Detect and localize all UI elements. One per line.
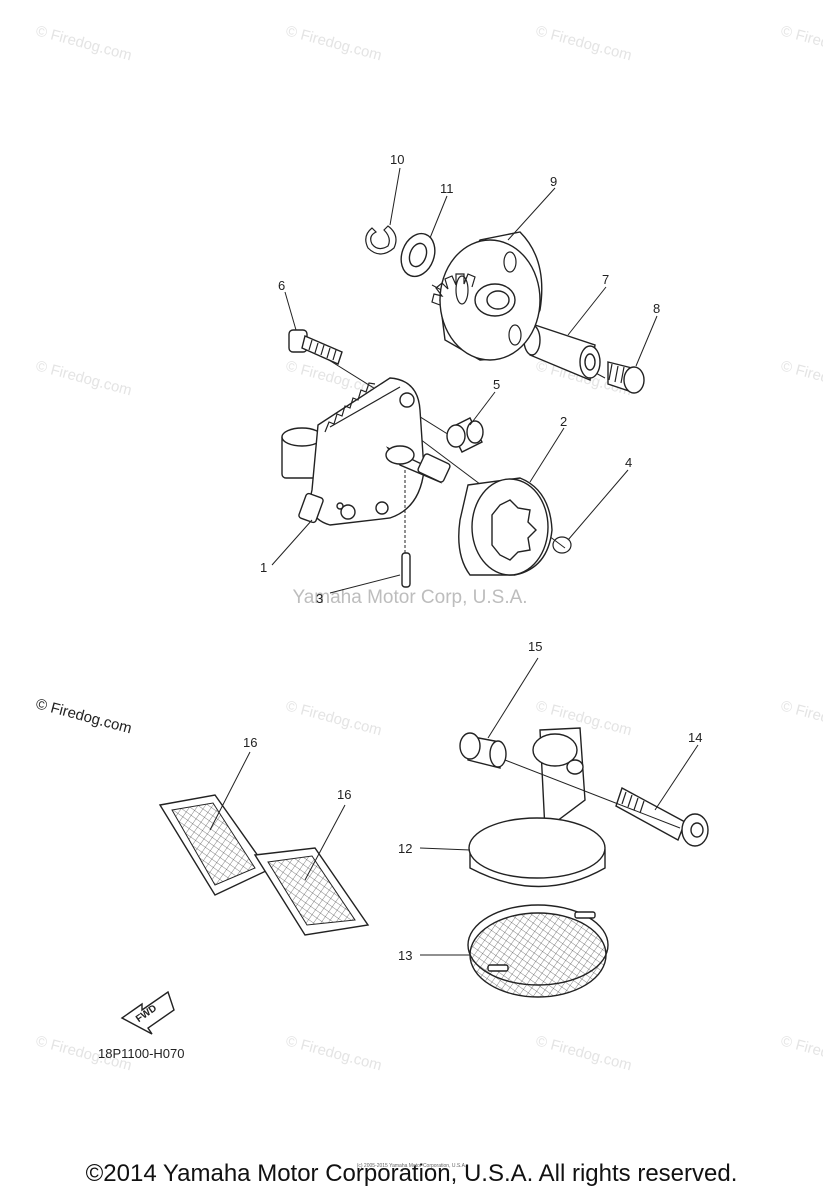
sleeve-part [523,324,601,381]
watermark-text: © Firedog.com [284,697,384,739]
firedog-mark: © Firedog.com [34,695,134,737]
callout-3: 3 [316,591,323,606]
callout-14: 14 [688,730,702,745]
bolt-part [288,329,343,365]
callout-labels: 1 2 3 4 5 6 7 8 9 10 11 12 13 14 15 16 1… [243,152,702,963]
watermark-text: © Firedog.com [34,357,134,399]
callout-9: 9 [550,174,557,189]
watermark-text: © Firedog.com [779,697,823,739]
callout-10: 10 [390,152,404,167]
watermark-text: © Firedog.com [34,22,134,64]
callout-1: 1 [260,560,267,575]
strainer-part [468,727,606,888]
pin-part [401,552,411,588]
callout-15: 15 [528,639,542,654]
callout-13: 13 [398,948,412,963]
watermark-text: © Firedog.com [534,1032,634,1074]
oil-pump-assembly [281,225,645,588]
strainer-collar-part [459,732,507,769]
filter-pad-part [158,794,270,896]
strainer-assembly [158,657,709,998]
leader-lines [271,167,658,594]
washer-part [400,232,436,278]
watermark-text: © Firedog.com [284,22,384,64]
callout-4: 4 [625,455,632,470]
watermark-layer: © Firedog.com © Firedog.com © Firedog.co… [34,22,823,1074]
clip-ring-part [552,536,572,554]
callout-7: 7 [602,272,609,287]
callout-12: 12 [398,841,412,856]
collar-part [446,417,484,453]
pump-shaft-part [385,445,451,484]
filter-pad-part [253,847,370,936]
diagram-code: 18P1100-H070 [98,1046,185,1061]
drive-gear-part [431,231,543,361]
callout-2: 2 [560,414,567,429]
short-bolt-part [607,361,645,394]
callout-16b: 16 [337,787,351,802]
callout-8: 8 [653,301,660,316]
watermark-text: © Firedog.com [284,1032,384,1074]
callout-5: 5 [493,377,500,392]
watermark-text: © Firedog.com [534,22,634,64]
fwd-arrow-icon: FWD [120,990,175,1035]
copyright-footer: ©2014 Yamaha Motor Corporation, U.S.A. A… [85,1160,738,1187]
rotor-part [458,477,553,576]
center-watermark: Yamaha Motor Corp, U.S.A. [292,587,527,608]
long-bolt-part [615,786,709,847]
watermark-text: © Firedog.com [779,1032,823,1074]
pump-body-part [281,377,425,526]
circlip-part [365,225,397,255]
callout-11: 11 [440,181,454,196]
fine-print: (c) 2005-2015 Yamaha Motor Corporation, … [356,1163,467,1169]
screen-part [467,904,609,998]
watermark-text: © Firedog.com [779,357,823,399]
watermark-text: © Firedog.com [779,22,823,64]
callout-16: 16 [243,735,257,750]
callout-6: 6 [278,278,285,293]
